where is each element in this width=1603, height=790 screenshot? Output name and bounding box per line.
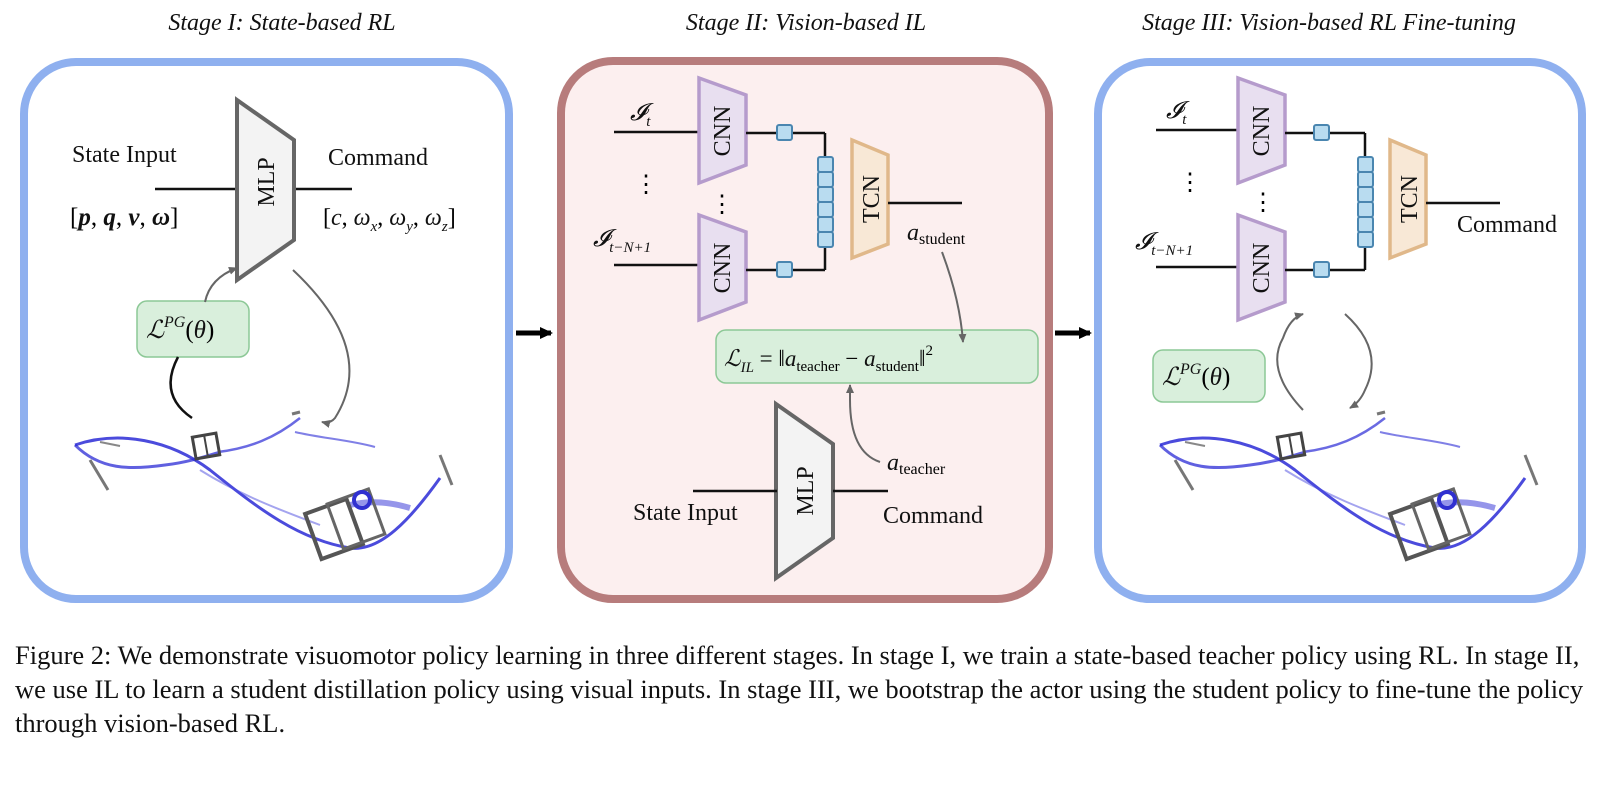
stage2-tcn-block — [850, 137, 890, 261]
stage1-state-vector: [p, q, v, ω] — [70, 204, 178, 231]
stage1-loss-box — [136, 300, 250, 358]
stage2-teacher-to-loss-arrow — [846, 384, 881, 463]
stage2-cnn-bottom — [697, 212, 748, 323]
stage3-loss-label: ℒPG(θ) — [1162, 361, 1230, 391]
stage2-feature-top — [776, 124, 793, 141]
stage2-mlp-label: MLP — [793, 466, 819, 515]
stage2-command-label: Command — [883, 503, 983, 529]
stage1-loss-to-mlp-arrow — [204, 267, 238, 303]
stage3-cnn-top-label: CNN — [1249, 106, 1275, 157]
stage-1-title: Stage I: State-based RL — [168, 10, 395, 36]
stage-3-title: Stage III: Vision-based RL Fine-tuning — [1142, 10, 1516, 36]
stage1-mlp-label: MLP — [254, 157, 280, 206]
stage1-mlp-to-env-arrow — [292, 269, 351, 428]
figure-diagram: Stage I: State-based RL Stage II: Vision… — [20, 10, 1586, 603]
stage2-a-teacher: ateacher — [887, 450, 946, 478]
stage1-command-label: Command — [328, 145, 428, 171]
stage2-cnn-bottom-label: CNN — [710, 243, 736, 294]
stage3-tcn-label: TCN — [1397, 175, 1423, 223]
stage2-tcn-label: TCN — [859, 175, 885, 223]
stage2-student-to-loss-arrow — [941, 251, 967, 343]
stage3-tcn-block — [1388, 137, 1428, 261]
stage2-a-student: astudent — [907, 220, 966, 248]
stage1-env-to-loss-line — [169, 356, 193, 420]
stage2-loss-box — [715, 329, 1039, 384]
stage2-cnn-top — [697, 75, 748, 186]
stage3-cnn-dots: ⋮ — [1251, 190, 1275, 216]
stage3-command-label: Command — [1457, 212, 1557, 238]
stage3-feature-bottom — [1313, 261, 1330, 278]
stage2-feature-bottom — [776, 261, 793, 278]
stage2-mlp-block — [774, 400, 835, 582]
figure-caption: Figure 2: We demonstrate visuomotor poli… — [15, 640, 1584, 738]
stage2-loss-label: ℒIL = ‖ateacher − astudent‖2 — [724, 343, 933, 376]
stage-2-title: Stage II: Vision-based IL — [686, 10, 926, 36]
stage-1-box — [20, 58, 513, 603]
stage3-env-to-policy-arrow — [1276, 312, 1304, 411]
stage3-cnn-top — [1236, 75, 1287, 186]
stage3-loss-box — [1152, 349, 1266, 403]
stage1-state-input-label: State Input — [72, 142, 177, 168]
stage1-loss-label: ℒPG(θ) — [146, 314, 214, 344]
stage3-feature-top — [1313, 124, 1330, 141]
stage2-cnn-dots: ⋮ — [710, 192, 734, 218]
stage3-cnn-bottom — [1236, 212, 1287, 323]
stage-2-content: 𝓘t ⋮ 𝓘t−N+1 CNN CNN ⋮ TCN — [593, 75, 1039, 582]
stage3-vertical-dots: ⋮ — [1178, 170, 1202, 196]
stage3-cnn-bottom-label: CNN — [1249, 243, 1275, 294]
stage2-feature-stack — [817, 156, 834, 248]
stage2-cnn-top-label: CNN — [710, 106, 736, 157]
stage1-trajectory-scene — [73, 410, 454, 562]
stage3-feature-stack — [1357, 156, 1374, 248]
stage1-mlp-block — [235, 96, 296, 284]
stage2-state-input-label: State Input — [633, 500, 738, 526]
stage1-command-vector: [c, ωx, ωy, ωz] — [323, 205, 456, 235]
stage3-policy-to-env-arrow — [1344, 313, 1373, 409]
stage3-trajectory-scene — [1158, 410, 1539, 562]
stage-3-box — [1094, 58, 1586, 603]
stage-1-content: State Input Command MLP [p, q, v, ω] [c,… — [70, 96, 456, 562]
stage2-vertical-dots: ⋮ — [634, 172, 658, 198]
